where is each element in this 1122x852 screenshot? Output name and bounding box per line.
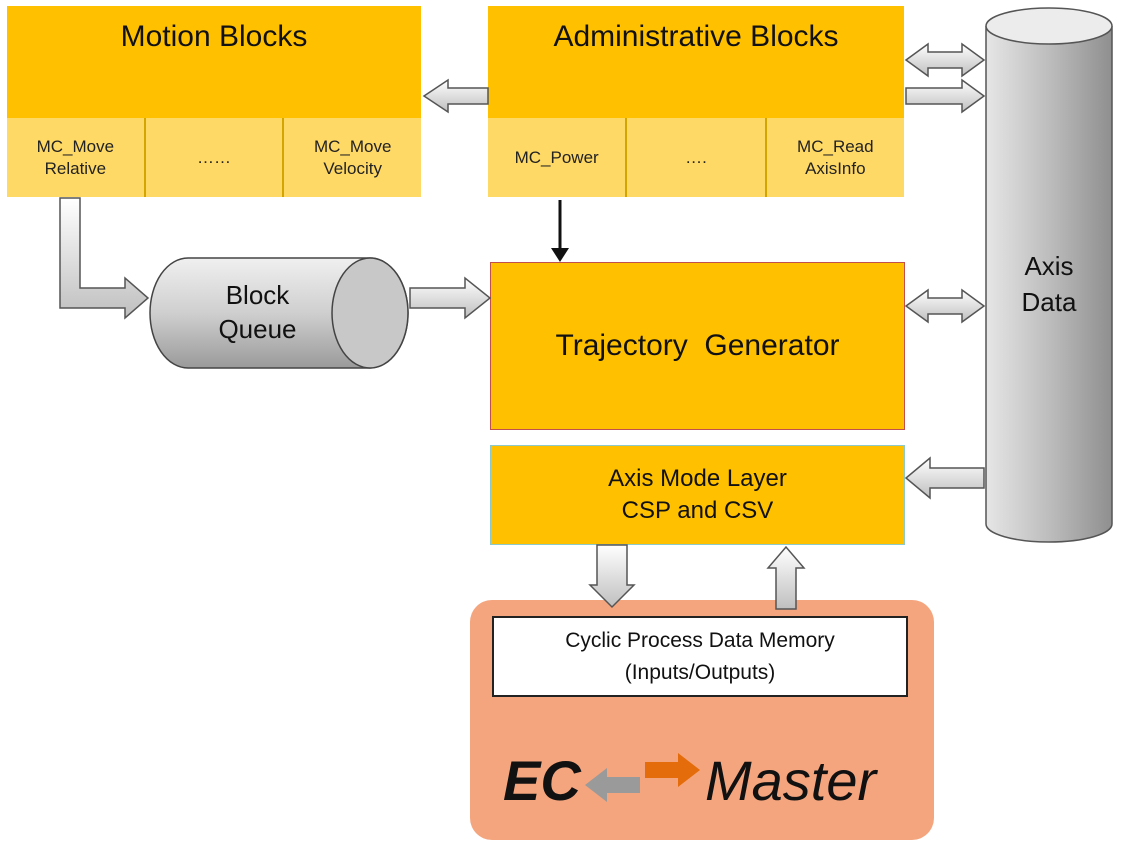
motion-blocks-header: Motion Blocks bbox=[7, 6, 421, 118]
block-queue-cylinder bbox=[149, 257, 409, 369]
master-logo-text: Master bbox=[705, 749, 877, 812]
mc-move-velocity-block: MC_Move Velocity bbox=[284, 118, 422, 197]
arrow-admin-to-motion bbox=[422, 78, 489, 114]
admin-ellipsis-block: …. bbox=[627, 118, 767, 197]
administrative-blocks-header: Administrative Blocks bbox=[488, 6, 904, 118]
arrow-admin-to-axis bbox=[905, 78, 986, 114]
arrow-memory-to-modelayer bbox=[766, 545, 806, 610]
block-queue-label: Block Queue bbox=[218, 280, 297, 344]
process-data-memory-block: Cyclic Process Data Memory (Inputs/Outpu… bbox=[492, 616, 908, 697]
arrow-power-to-trajectory bbox=[551, 200, 569, 262]
motion-ellipsis-block: …… bbox=[145, 118, 285, 197]
trajectory-generator-block: Trajectory Generator bbox=[490, 262, 905, 430]
arrow-trajectory-axis-double bbox=[904, 288, 986, 324]
mc-power-block: MC_Power bbox=[488, 118, 628, 197]
axis-data-label: Axis Data bbox=[1021, 251, 1077, 317]
mc-read-axisinfo-block: MC_Read AxisInfo bbox=[766, 118, 904, 197]
administrative-blocks-title: Administrative Blocks bbox=[553, 20, 839, 53]
motion-blocks-title: Motion Blocks bbox=[120, 20, 308, 53]
process-data-memory-label: Cyclic Process Data Memory (Inputs/Outpu… bbox=[565, 628, 835, 684]
administrative-blocks-row: MC_Power …. MC_Read AxisInfo bbox=[488, 118, 904, 197]
arrow-motion-to-queue bbox=[59, 197, 150, 320]
ec-master-logo: EC Master bbox=[503, 748, 923, 818]
motion-blocks-row: MC_Move Relative …… MC_Move Velocity bbox=[7, 118, 422, 197]
axis-mode-layer-label: Axis Mode Layer CSP and CSV bbox=[608, 465, 787, 524]
mc-move-relative-block: MC_Move Relative bbox=[7, 118, 146, 197]
axis-data-cylinder bbox=[985, 7, 1113, 543]
ec-master-logo-arrows bbox=[585, 753, 700, 802]
arrow-modelayer-to-memory bbox=[588, 544, 636, 609]
arrow-admin-axis-double bbox=[904, 42, 986, 78]
ec-logo-text: EC bbox=[503, 749, 581, 812]
trajectory-generator-label: Trajectory Generator bbox=[555, 329, 840, 362]
arrow-queue-to-trajectory bbox=[409, 276, 492, 320]
axis-mode-layer-block: Axis Mode Layer CSP and CSV bbox=[490, 445, 905, 545]
arrow-axis-to-modelayer bbox=[904, 456, 985, 500]
